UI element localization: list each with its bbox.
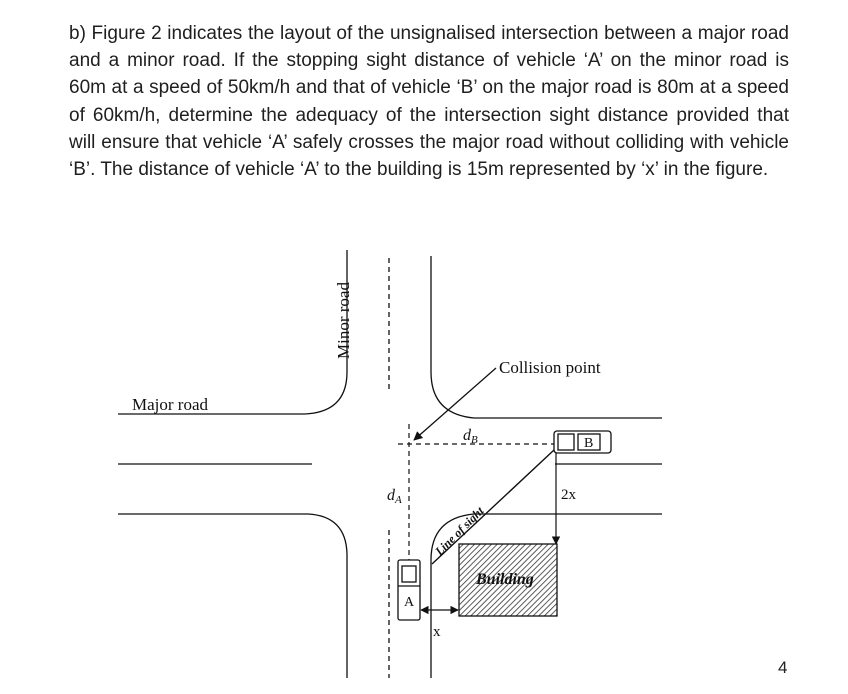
d-a-label: dA (387, 487, 402, 506)
minor-road-right-top-edge (430, 256, 662, 419)
d-a-subscript: A (394, 494, 402, 506)
sight-triangle (398, 424, 556, 560)
x-label: x (433, 624, 441, 640)
vehicle-a-label: A (404, 595, 415, 610)
question-text: b) Figure 2 indicates the layout of the … (69, 23, 789, 181)
major-road-right-bottom-edge (430, 513, 475, 678)
vehicle-a-windscreen (401, 565, 417, 583)
minor-road-label: Minor road (334, 282, 353, 359)
vehicle-b (553, 430, 612, 454)
building-label: Building (475, 571, 534, 588)
major-road-left-bottom-edge (118, 513, 348, 678)
collision-point-pointer (413, 367, 497, 441)
vehicle-b-label: B (584, 436, 593, 451)
d-b-subscript: B (471, 434, 478, 446)
road-edges (118, 250, 662, 678)
vehicle-b-windscreen (557, 433, 575, 451)
building-block (458, 543, 558, 617)
d-b-label: dB (463, 427, 478, 446)
major-road-label: Major road (132, 395, 209, 414)
centerlines (118, 258, 390, 678)
vehicle-a (397, 559, 421, 621)
collision-point-label: Collision point (499, 358, 601, 377)
two-x-label: 2x (561, 487, 577, 503)
page-number: 4 (778, 658, 788, 677)
minor-road-left-top-edge (118, 250, 348, 415)
vehicle-b-label-box (577, 433, 601, 451)
line-of-sight-line (431, 449, 555, 565)
